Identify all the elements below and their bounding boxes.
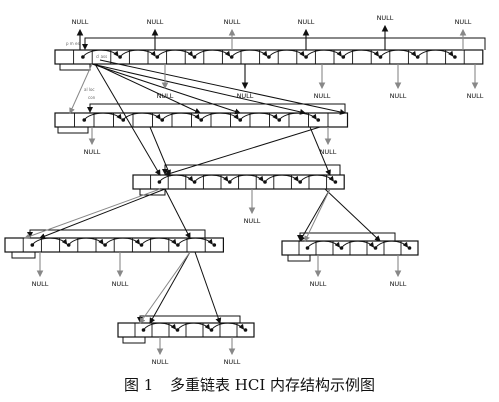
null-label: NULL [320,148,337,156]
list-row-4 [4,237,224,253]
null-label: NULL [112,280,129,288]
null-label: NULL [32,280,49,288]
null-label: NULL [390,280,407,288]
null-label: NULL [72,18,89,26]
null-label: NULL [244,217,261,225]
null-label: NULL [147,18,164,26]
field-label: cl ass [96,54,107,59]
figure-caption: 图 1 多重链表 HCI 内存结构示例图 [0,374,499,395]
null-label: NULL [224,18,241,26]
null-label: NULL [224,358,241,366]
null-label: NULL [390,92,407,100]
null-label: NULL [157,92,174,100]
null-label: NULL [455,18,472,26]
list-row-3 [132,174,345,190]
field-label: al loc [84,87,95,92]
null-label: NULL [377,14,394,22]
field-label: p m es [66,41,80,46]
null-label: NULL [310,280,327,288]
null-label: NULL [152,358,169,366]
field-label: con [88,95,96,100]
null-label: NULL [298,18,315,26]
list-row-2 [54,112,349,128]
null-label: NULL [237,92,254,100]
null-label: NULL [467,92,484,100]
null-label: NULL [314,92,331,100]
linked-list-diagram: NULL NULL NULL NULL NULL NULL NULL NULL NULL NULL… [4,14,486,366]
figure-number: 图 1 [123,376,154,394]
list-row-6 [117,322,255,338]
figure-title: 多重链表 HCI 内存结构示例图 [170,376,376,394]
list-row-5 [281,240,419,256]
null-label: NULL [84,148,101,156]
list-row-1 [54,49,484,65]
